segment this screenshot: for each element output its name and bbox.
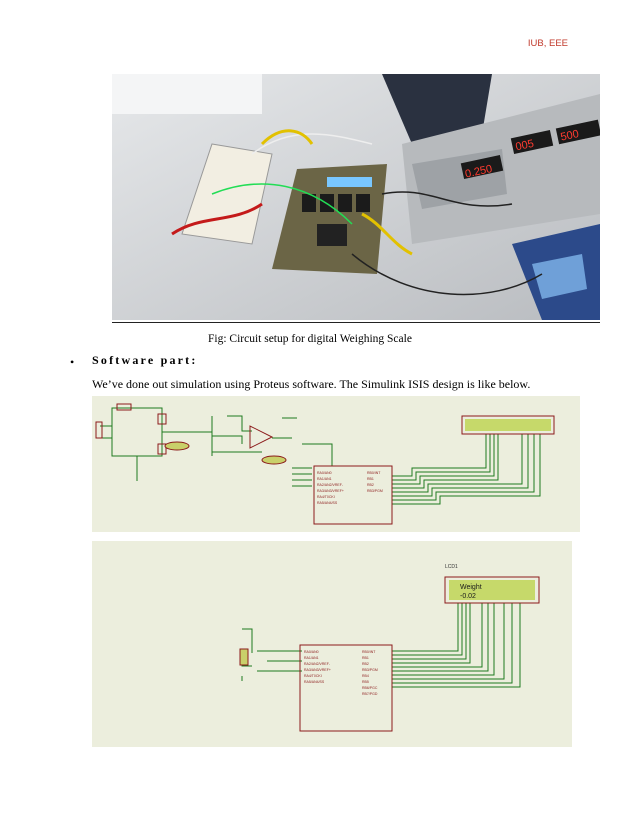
figure-caption: Fig: Circuit setup for digital Weighing … [208, 333, 412, 345]
svg-text:RA3/AN3/VREF+: RA3/AN3/VREF+ [304, 668, 331, 672]
svg-text:RB0/INT: RB0/INT [367, 471, 381, 475]
svg-text:RA1/AN1: RA1/AN1 [304, 656, 319, 660]
svg-text:RA2/AN2/VREF-: RA2/AN2/VREF- [304, 662, 331, 666]
svg-text:RB3/PGM: RB3/PGM [367, 489, 383, 493]
svg-text:RA4/T0CKI: RA4/T0CKI [304, 674, 322, 678]
bullet-marker: • [70, 355, 75, 369]
svg-text:RA1/AN1: RA1/AN1 [317, 477, 332, 481]
lcd-screen-1 [465, 419, 551, 431]
svg-text:RB5: RB5 [362, 680, 369, 684]
svg-text:RA0/AN0: RA0/AN0 [317, 471, 332, 475]
svg-text:RB7/PGD: RB7/PGD [362, 692, 378, 696]
svg-text:RA0/AN0: RA0/AN0 [304, 650, 319, 654]
svg-text:RB1: RB1 [362, 656, 369, 660]
svg-text:RA3/AN3/VREF+: RA3/AN3/VREF+ [317, 489, 344, 493]
svg-text:RA5/AN4/SS: RA5/AN4/SS [304, 680, 325, 684]
svg-text:RA4/T0CKI: RA4/T0CKI [317, 495, 335, 499]
display-reading-right: 500 [560, 128, 580, 144]
lcd-label: LCD1 [445, 564, 458, 570]
section-heading: Software part: [92, 353, 198, 367]
svg-text:RB0/INT: RB0/INT [362, 650, 376, 654]
lcd-line-2: -0.02 [460, 593, 476, 600]
svg-text:RB2: RB2 [367, 483, 374, 487]
svg-text:RB4: RB4 [362, 674, 369, 678]
circuit-setup-photo: 0.250 005 500 [112, 74, 600, 320]
section-paragraph: We’ve done out simulation using Proteus … [92, 377, 531, 391]
proteus-schematic-1: RA0/AN0 RA1/AN1 RA2/AN2/VREF- RA3/AN3/VR… [92, 396, 580, 532]
svg-text:RB2: RB2 [362, 662, 369, 666]
svg-text:RB3/PGM: RB3/PGM [362, 668, 378, 672]
display-reading-mid: 0.250 [464, 163, 493, 180]
lcd-line-1: Weight [460, 584, 482, 591]
svg-text:RA2/AN2/VREF-: RA2/AN2/VREF- [317, 483, 344, 487]
svg-text:RB1: RB1 [367, 477, 374, 481]
svg-text:RB6/PGC: RB6/PGC [362, 686, 378, 690]
svg-text:RA5/AN4/SS: RA5/AN4/SS [317, 501, 338, 505]
page-header: IUB, EEE [527, 38, 568, 49]
proteus-schematic-2: LCD1 Weight -0.02 RA0/AN0 RA1/AN1 RA2/AN… [92, 541, 572, 747]
lcd-screen-2 [449, 580, 535, 600]
figure-divider [112, 322, 600, 323]
display-reading-left: 005 [515, 138, 535, 154]
